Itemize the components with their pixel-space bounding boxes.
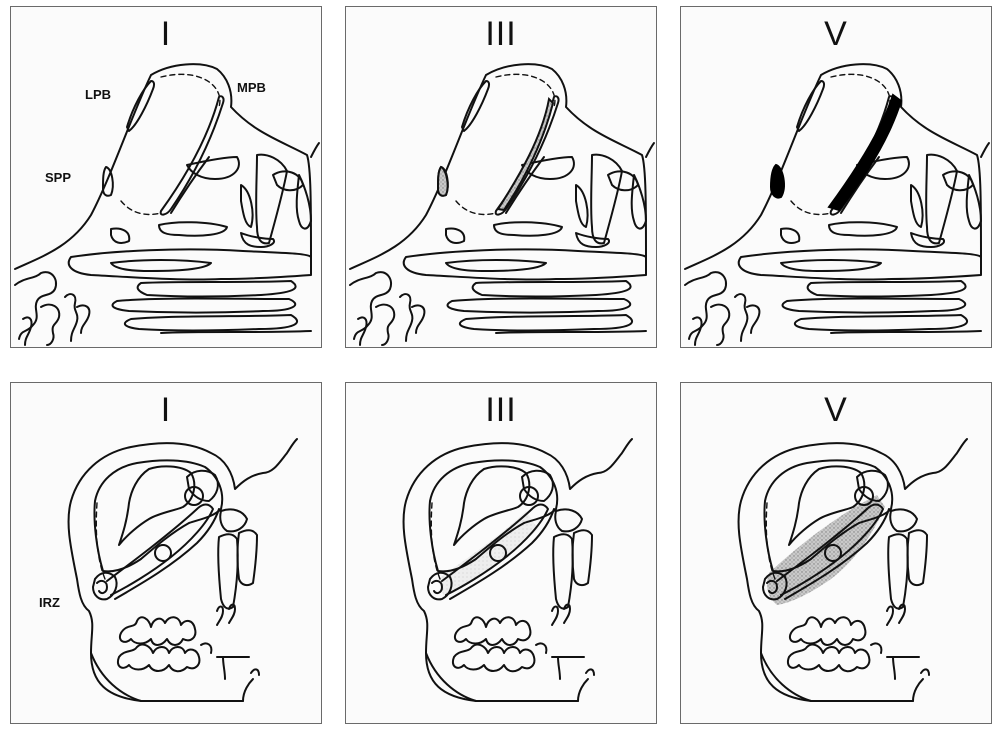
stage-label: III bbox=[346, 15, 656, 54]
diagram-panel-top-2: III bbox=[345, 6, 657, 348]
mpb-solid-region bbox=[829, 95, 901, 210]
stage-label: V bbox=[681, 391, 991, 430]
stage-label: I bbox=[11, 391, 321, 430]
brainstem-section-drawing bbox=[681, 7, 991, 347]
mpb-stippled-region bbox=[498, 99, 553, 210]
stage-label: I bbox=[11, 15, 321, 54]
brainstem-section-drawing bbox=[346, 383, 656, 723]
stage-label: V bbox=[681, 15, 991, 54]
brainstem-section-drawing bbox=[681, 383, 991, 723]
lpb-label: LPB bbox=[85, 87, 111, 102]
diagram-panel-bottom-1: I IRZ bbox=[10, 382, 322, 724]
brainstem-section-drawing bbox=[11, 383, 321, 723]
stage-label: III bbox=[346, 391, 656, 430]
mpb-label: MPB bbox=[237, 80, 266, 95]
diagram-panel-top-1: I LPB MPB SPP bbox=[10, 6, 322, 348]
irz-label: IRZ bbox=[39, 595, 60, 610]
spp-label: SPP bbox=[45, 170, 71, 185]
spp-solid-region bbox=[771, 165, 784, 198]
diagram-panel-top-3: V bbox=[680, 6, 992, 348]
diagram-panel-bottom-3: V bbox=[680, 382, 992, 724]
brainstem-section-drawing bbox=[346, 7, 656, 347]
diagram-panel-bottom-2: III bbox=[345, 382, 657, 724]
